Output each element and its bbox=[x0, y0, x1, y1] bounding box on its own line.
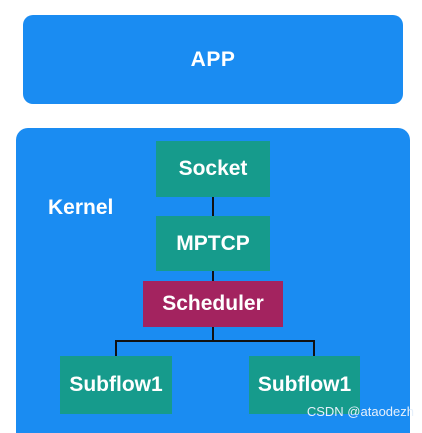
connector-scheduler-down bbox=[212, 327, 214, 341]
mptcp-node: MPTCP bbox=[156, 216, 270, 271]
subflow-left-node: Subflow1 bbox=[60, 356, 172, 414]
connector-to-subflow-left bbox=[115, 340, 117, 356]
subflow-right-node: Subflow1 bbox=[249, 356, 360, 414]
connector-socket-mptcp bbox=[212, 197, 214, 216]
connector-to-subflow-right bbox=[313, 340, 315, 356]
scheduler-node: Scheduler bbox=[143, 281, 283, 327]
app-layer-box: APP bbox=[23, 15, 403, 104]
app-layer-label: APP bbox=[190, 47, 236, 71]
socket-node: Socket bbox=[156, 141, 270, 197]
connector-mptcp-scheduler bbox=[212, 271, 214, 281]
connector-horizontal-bar bbox=[115, 340, 315, 342]
watermark-text: CSDN @ataodezh bbox=[306, 404, 414, 419]
kernel-layer-label: Kernel bbox=[48, 196, 114, 219]
